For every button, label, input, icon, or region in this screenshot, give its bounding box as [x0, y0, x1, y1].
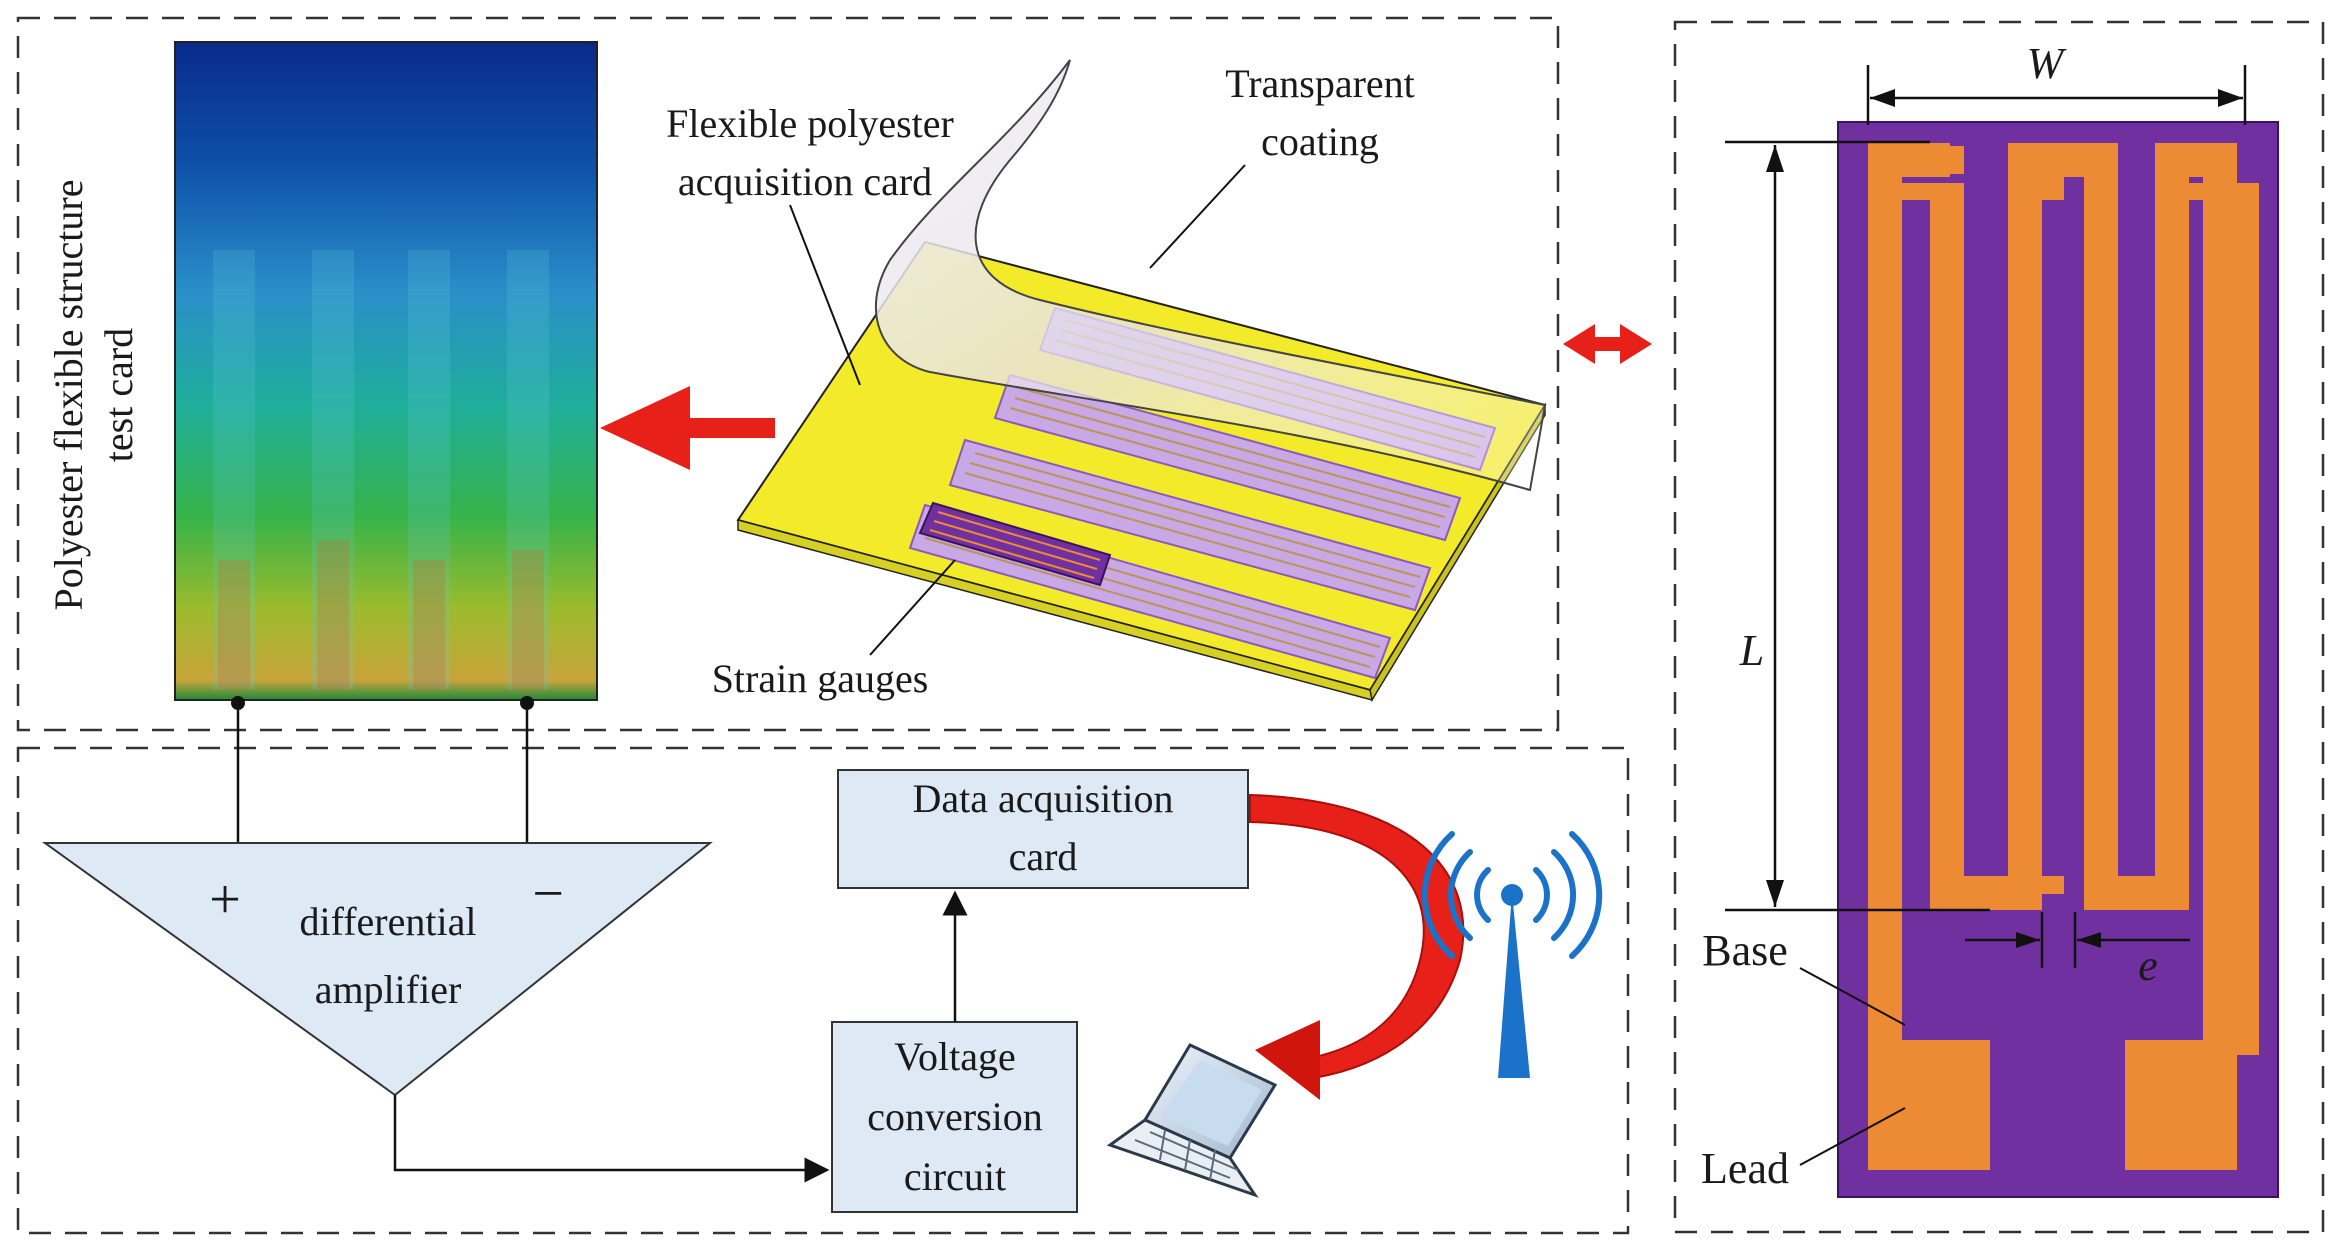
red-double-arrow [1563, 324, 1652, 364]
dim-e-label: e [2138, 941, 2158, 990]
base-label: Base [1702, 926, 1788, 975]
strain-gauges-leader [869, 559, 956, 656]
laptop-icon [1106, 1043, 1278, 1198]
panel-frames [16, 16, 2325, 1235]
amp-minus-sign: − [532, 863, 564, 925]
daq-label-line2: card [1009, 834, 1078, 879]
simulation-test-card [174, 41, 598, 710]
bottom-panel-frame [16, 746, 1630, 1235]
purple-strain-gauge [918, 501, 1112, 587]
strain-gauge-schematic [1837, 121, 2279, 1198]
volt-label-line3: circuit [904, 1154, 1006, 1199]
test-card-label-line2: test card [96, 328, 141, 462]
base-leader [1799, 967, 1906, 1026]
daq-label-line1: Data acquisition [912, 776, 1173, 821]
lead-label: Lead [1701, 1144, 1789, 1193]
coating-leader [1149, 164, 1246, 269]
amp-label-line2: amplifier [315, 967, 462, 1012]
acquisition-card [736, 59, 1547, 703]
lead-leader [1799, 1107, 1906, 1166]
volt-label-line1: Voltage [894, 1034, 1015, 1079]
amp-to-voltage-wire [393, 1095, 830, 1183]
dim-w-label: W [2027, 39, 2067, 88]
red-arrow-left [600, 386, 775, 470]
coating-label-line1: Transparent [1225, 61, 1415, 106]
voltage-conversion-box: Voltage conversion circuit [831, 1021, 1078, 1213]
volt-label-line2: conversion [867, 1094, 1043, 1139]
transparent-coating-sheet [874, 59, 1547, 492]
data-acquisition-box: Data acquisition card [837, 769, 1249, 889]
dimension-e [1965, 912, 2190, 968]
differential-amplifier: + − differential amplifier [41, 710, 713, 1097]
acq-card-label-line2: acquisition card [678, 159, 932, 204]
dim-l-label: L [1739, 626, 1764, 675]
dimension-l [1725, 140, 1990, 912]
terminal-dot-right [520, 696, 534, 710]
acq-card-leader [789, 204, 861, 386]
lead-left [1868, 1040, 1990, 1170]
curved-red-arrow [1249, 793, 1465, 1100]
dimension-w [1866, 65, 2247, 125]
top-panel-frame [16, 16, 1560, 732]
wifi-antenna-icon [1421, 831, 1603, 1078]
terminal-dot-left [231, 696, 245, 710]
right-panel-frame [1673, 20, 2325, 1234]
acq-card-label-line1: Flexible polyester [666, 101, 954, 146]
test-card-label-line1: Polyester flexible structure [46, 180, 91, 611]
lead-right [2125, 1040, 2237, 1170]
strain-gauges-label: Strain gauges [712, 656, 929, 701]
amp-plus-sign: + [209, 869, 241, 931]
coating-label-line2: coating [1261, 119, 1379, 164]
amp-label-line1: differential [300, 899, 477, 944]
